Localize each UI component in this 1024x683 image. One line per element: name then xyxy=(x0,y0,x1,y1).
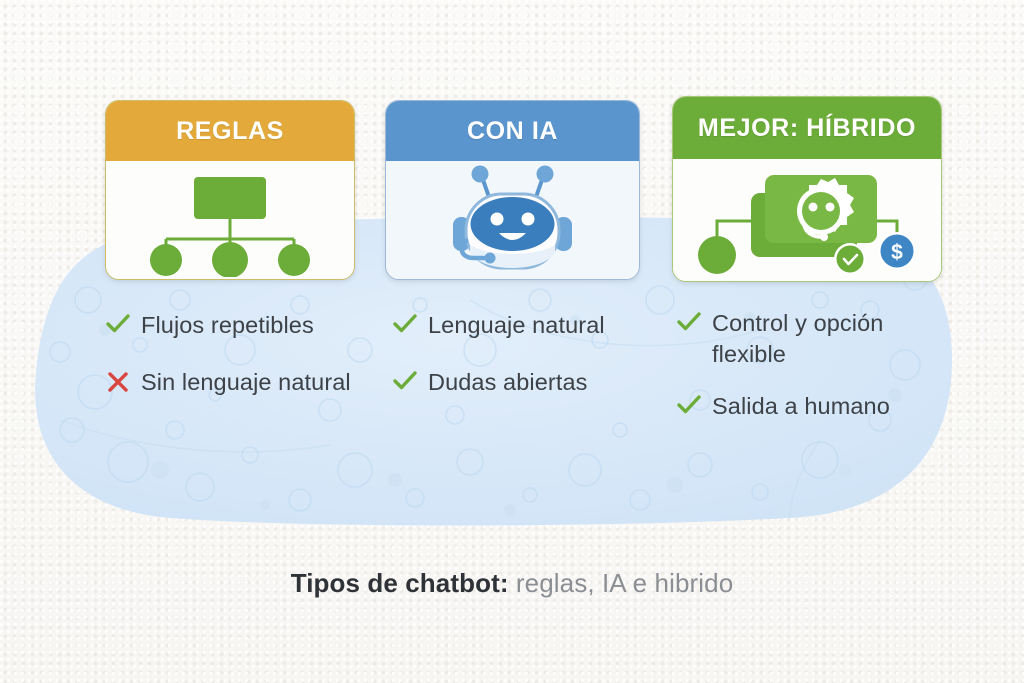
hybrid-gear-bot-icon: $ xyxy=(698,175,916,275)
card-con-ia-title: CON IA xyxy=(386,101,639,161)
bullet-list-reglas: Flujos repetibles Sin lenguaje natural xyxy=(105,310,370,423)
caption-strong: Tipos de chatbot: xyxy=(290,568,509,598)
card-mejor-hibrido-body: $ xyxy=(673,159,941,281)
check-icon xyxy=(392,310,418,334)
chatbot-robot-icon xyxy=(453,165,572,270)
check-icon xyxy=(676,391,702,415)
card-reglas-body xyxy=(106,161,354,279)
bullet-text: Lenguaje natural xyxy=(428,312,605,338)
check-icon xyxy=(676,308,702,332)
svg-text:$: $ xyxy=(891,241,903,264)
bullet-item: Salida a humano xyxy=(676,391,951,422)
check-icon xyxy=(105,310,131,334)
bullet-text: Salida a humano xyxy=(712,393,890,420)
bullet-item: Flujos repetibles xyxy=(105,310,370,341)
card-mejor-hibrido[interactable]: MEJOR: HÍBRIDO xyxy=(672,96,942,282)
card-con-ia[interactable]: CON IA xyxy=(385,100,640,280)
caption-rest: reglas, IA e hibrido xyxy=(508,568,734,598)
card-reglas[interactable]: REGLAS xyxy=(105,100,355,280)
card-con-ia-body xyxy=(386,161,639,279)
card-mejor-hibrido-title: MEJOR: HÍBRIDO xyxy=(673,97,941,159)
flowchart-tree-icon xyxy=(150,177,310,278)
bullet-text: Flujos repetibles xyxy=(141,312,314,338)
bullet-text: Control y opción flexible xyxy=(712,310,884,367)
cross-icon xyxy=(105,367,131,393)
card-reglas-title: REGLAS xyxy=(106,101,354,161)
bullet-text: Dudas abiertas xyxy=(428,368,588,395)
page-caption: Tipos de chatbot: reglas, IA e hibrido xyxy=(0,568,1024,599)
check-icon xyxy=(392,367,418,391)
bullet-item: Dudas abiertas xyxy=(392,367,657,398)
bullet-item: Control y opción flexible xyxy=(676,308,951,369)
bullet-text: Sin lenguaje natural xyxy=(141,368,351,395)
bullet-item: Lenguaje natural xyxy=(392,310,657,341)
bullet-list-con-ia: Lenguaje natural Dudas abiertas xyxy=(392,310,657,423)
bullet-list-mejor-hibrido: Control y opción flexible Salida a human… xyxy=(676,308,951,444)
bullet-item: Sin lenguaje natural xyxy=(105,367,370,398)
